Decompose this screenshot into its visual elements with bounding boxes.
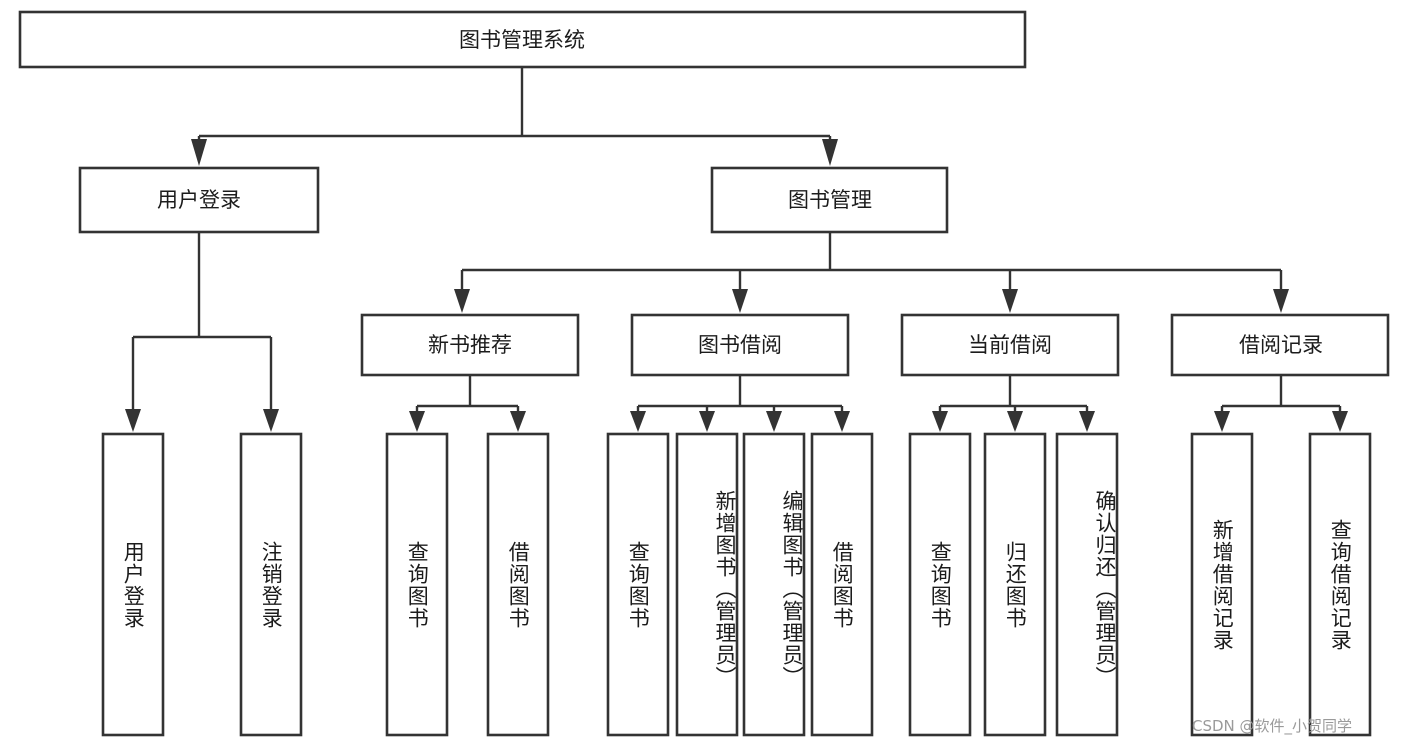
arrow-to-borrow-record: [1273, 289, 1289, 313]
arrow-to-book-borrow: [732, 289, 748, 313]
leaf-borrow-book-1-box[interactable]: [486, 432, 550, 737]
node-book-management-label: 图书管理: [788, 188, 872, 212]
leaf-box-layer: [101, 432, 1372, 737]
csdn-watermark: CSDN @软件_小贺同学: [1192, 717, 1353, 735]
node-root-label: 图书管理系统: [459, 28, 585, 52]
arrow-to-leaf-add-borrow-record: [1214, 411, 1230, 432]
arrow-to-current-borrow: [1002, 289, 1018, 313]
node-current-borrow[interactable]: 当前借阅: [900, 313, 1120, 377]
arrow-to-leaf-logout: [263, 409, 279, 432]
arrow-to-leaf-query-book-3: [932, 411, 948, 432]
node-book-borrow-label: 图书借阅: [698, 333, 782, 357]
node-user-login[interactable]: 用户登录: [78, 166, 320, 234]
node-book-borrow[interactable]: 图书借阅: [630, 313, 850, 377]
leaf-edit-book-box[interactable]: [742, 432, 806, 737]
node-current-borrow-box[interactable]: [900, 313, 1120, 377]
leaf-borrow-book-2-box[interactable]: [810, 432, 874, 737]
node-new-book-recommend[interactable]: 新书推荐: [360, 313, 580, 377]
leaf-add-book-box[interactable]: [675, 432, 739, 737]
node-borrow-record[interactable]: 借阅记录: [1170, 313, 1390, 377]
leaf-user-login-box[interactable]: [101, 432, 165, 737]
leaf-query-book-2-box[interactable]: [606, 432, 670, 737]
leaf-query-book-3-box[interactable]: [908, 432, 972, 737]
leaf-query-borrow-record-box[interactable]: [1308, 432, 1372, 737]
node-borrow-record-label: 借阅记录: [1239, 333, 1323, 357]
arrow-to-leaf-add-book: [699, 411, 715, 432]
connector-layer: [125, 67, 1348, 432]
leaf-query-book-1-box[interactable]: [385, 432, 449, 737]
arrow-to-leaf-edit-book: [766, 411, 782, 432]
arrow-to-book-management: [822, 139, 838, 166]
node-new-book-recommend-box[interactable]: [360, 313, 580, 377]
leaf-confirm-return-box[interactable]: [1055, 432, 1119, 737]
arrow-to-leaf-query-book-2: [630, 411, 646, 432]
node-user-login-box[interactable]: [78, 166, 320, 234]
arrow-to-leaf-borrow-book-1: [510, 411, 526, 432]
arrow-to-leaf-user-login: [125, 409, 141, 432]
node-root[interactable]: 图书管理系统: [18, 10, 1027, 69]
node-current-borrow-label: 当前借阅: [968, 333, 1052, 357]
leaf-return-book-box[interactable]: [983, 432, 1047, 737]
arrow-to-leaf-confirm-return: [1079, 411, 1095, 432]
node-book-borrow-box[interactable]: [630, 313, 850, 377]
arrow-to-leaf-return-book: [1007, 411, 1023, 432]
arrow-to-leaf-borrow-book-2: [834, 411, 850, 432]
leaf-logout-box[interactable]: [239, 432, 303, 737]
arrow-to-user-login: [191, 139, 207, 166]
node-root-box[interactable]: [18, 10, 1027, 69]
node-book-management[interactable]: 图书管理: [710, 166, 949, 234]
node-new-book-recommend-label: 新书推荐: [428, 333, 512, 357]
arrow-to-leaf-query-borrow-record: [1332, 411, 1348, 432]
node-borrow-record-box[interactable]: [1170, 313, 1390, 377]
node-user-login-label: 用户登录: [157, 188, 241, 212]
node-book-management-box[interactable]: [710, 166, 949, 234]
leaf-add-borrow-record-box[interactable]: [1190, 432, 1254, 737]
arrow-to-new-book-recommend: [454, 289, 470, 313]
arrow-to-leaf-query-book-1: [409, 411, 425, 432]
